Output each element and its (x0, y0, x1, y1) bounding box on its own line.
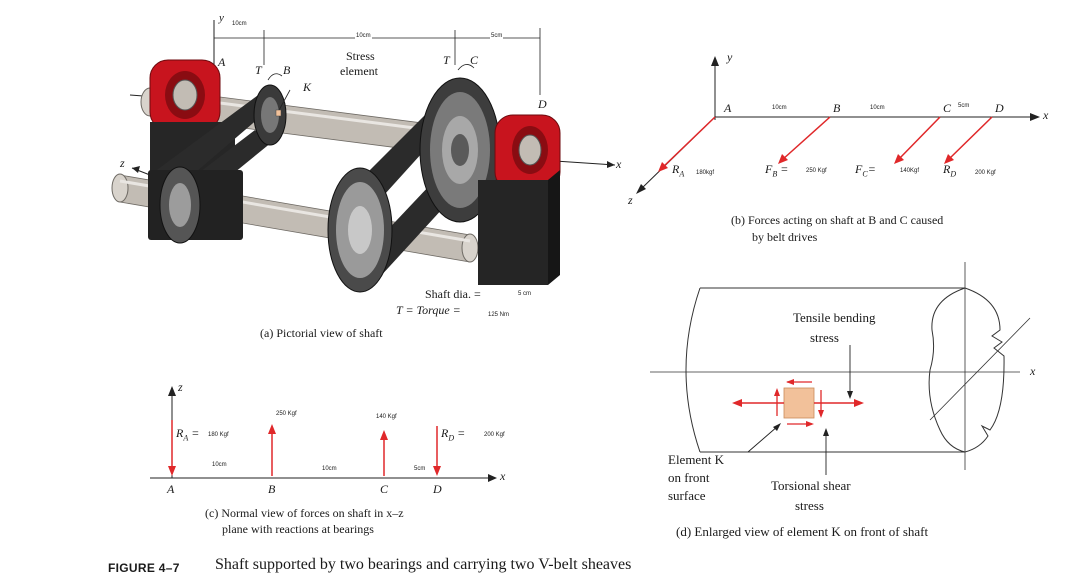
shaft-cylinder-outline (700, 287, 965, 453)
point-a-label-b: A (724, 101, 732, 115)
dimension-c-d-label: 5cm (490, 33, 504, 39)
reaction-ra-value-b: 180kgf (696, 170, 715, 176)
point-c-label-c: C (380, 482, 389, 496)
panel-c-caption-line2: plane with reactions at bearings (222, 522, 374, 536)
reaction-rd-value-b: 200 Kgf (975, 170, 996, 176)
axis-z-label-c: z (178, 380, 183, 394)
torque-value: 125 Nm (488, 312, 510, 318)
tensile-stress-label-line2: stress (810, 330, 839, 345)
stress-element-label-line1: Stress (346, 49, 375, 63)
reaction-ra-label-c: RA = (176, 426, 200, 443)
point-d-label: D (538, 97, 547, 111)
dimension-cd-label-b: 5cm (958, 103, 970, 109)
shaft-diameter-value: 5 cm (518, 291, 532, 297)
torsional-stress-label-line1: Torsional shear (771, 478, 851, 493)
force-fc-value-c: 140 Kgf (376, 414, 397, 420)
force-fc-value-b: 140Kgf (900, 168, 920, 174)
point-b-label-b: B (833, 101, 841, 115)
dimension-bc-label-c: 10cm (322, 466, 337, 472)
force-fc-arrow (897, 116, 941, 161)
panel-d-caption: (d) Enlarged view of element K on front … (676, 524, 929, 539)
point-k-label: K (303, 80, 312, 94)
reaction-ra-value-c: 180 Kgf (208, 432, 229, 438)
dimension-bc-label-b: 10cm (870, 105, 885, 111)
axis-x-label: x (616, 157, 622, 171)
point-b-label-c: B (268, 482, 276, 496)
dimension-ab-label-c: 10cm (212, 462, 227, 468)
force-fb-value-c: 250 Kgf (276, 411, 297, 417)
axis-z-label-b: z (628, 193, 633, 207)
dimension-ab-label-b: 10cm (772, 105, 787, 111)
figure-number: FIGURE 4–7 (108, 561, 180, 575)
tensile-stress-label-line1: Tensile bending (793, 310, 876, 325)
torque-t1-label: T (255, 63, 262, 77)
torque-t2-label: T (443, 53, 450, 67)
right-bearing (478, 114, 561, 285)
force-fc-label-b: FC= (855, 162, 876, 179)
left-v-belt (150, 90, 280, 190)
reaction-rd-label-c: RD = (441, 426, 466, 443)
dimension-cd-label-c: 5cm (414, 466, 426, 472)
axis-x-label-c: x (500, 469, 506, 483)
dimension-a-b-label: 10cm (232, 21, 247, 27)
element-k-label-line1: Element K (668, 452, 724, 467)
reaction-rd-label-b: RD (943, 162, 957, 179)
element-k-leader (747, 425, 779, 453)
point-d-label-b: D (995, 101, 1004, 115)
point-a-label-c: A (167, 482, 175, 496)
reaction-ra-label-b: RA (672, 162, 685, 179)
point-a-label: A (218, 55, 226, 69)
shaft-diameter-label: Shaft dia. = (425, 287, 481, 301)
axis-x-label-d: x (1030, 364, 1036, 378)
point-d-label-c: D (433, 482, 442, 496)
axis-y-label: y (219, 12, 224, 24)
force-fb-value-b: 250 Kgf (806, 168, 827, 174)
force-rd-arrow (947, 116, 993, 161)
element-k-label-line2: on front (668, 470, 710, 485)
force-fb-arrow (781, 116, 831, 161)
stress-element-label-line2: element (340, 64, 378, 78)
force-ra-arrow (661, 116, 716, 169)
axis-y-label-b: y (727, 50, 733, 64)
torsional-stress-label-line2: stress (795, 498, 824, 513)
panel-c-caption-line1: (c) Normal view of forces on shaft in x–… (205, 506, 404, 520)
point-c-label: C (470, 53, 479, 67)
panel-b-caption-line1: (b) Forces acting on shaft at B and C ca… (731, 213, 944, 227)
element-k-label-line3: surface (668, 488, 706, 503)
element-k-square (783, 387, 815, 419)
point-c-label-b: C (943, 101, 952, 115)
axis-x-label-b: x (1043, 108, 1049, 122)
panel-b-caption-line2: by belt drives (752, 230, 818, 244)
figure-title: Shaft supported by two bearings and carr… (215, 556, 632, 573)
point-b-label: B (283, 63, 291, 77)
shaft-end-face (928, 287, 966, 453)
force-fb-label-b: FB = (765, 162, 789, 179)
reaction-rd-value-c: 200 Kgf (484, 432, 505, 438)
dimension-b-c-label: 10cm (355, 33, 372, 39)
axis-z-label: z (120, 156, 125, 170)
panel-a-caption: (a) Pictorial view of shaft (260, 326, 383, 340)
torque-label: T = Torque = (396, 303, 461, 317)
